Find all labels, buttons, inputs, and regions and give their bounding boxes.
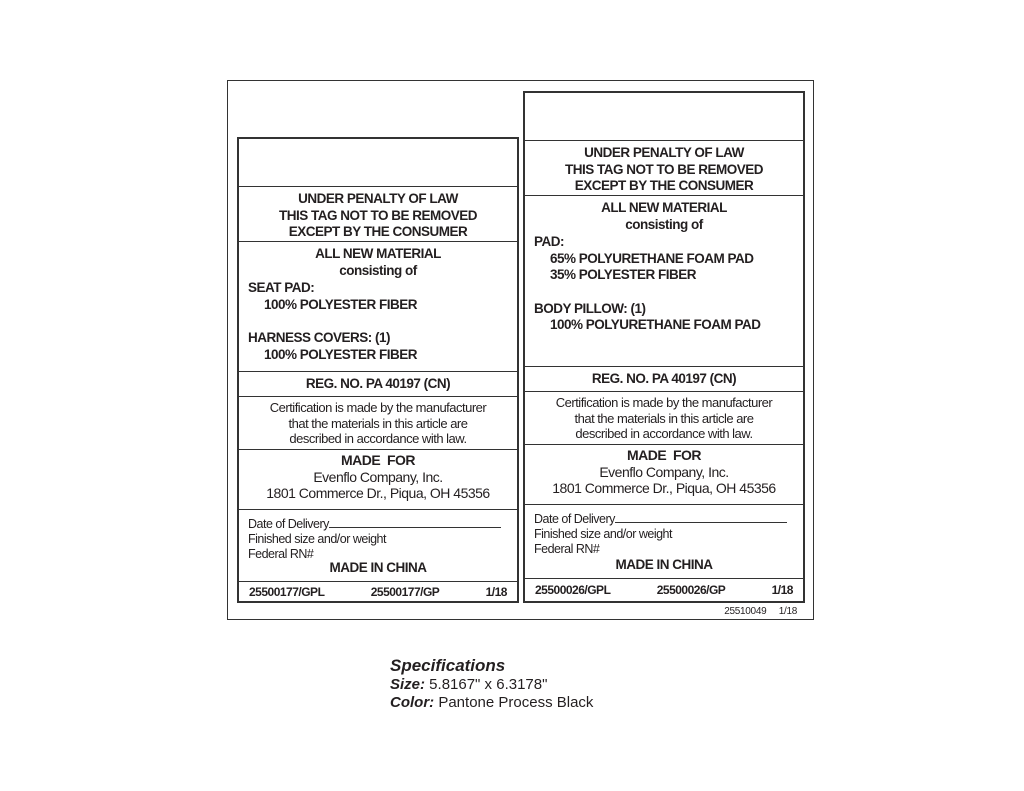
item-label: PAD: — [534, 234, 565, 249]
date-of-delivery-label: Date of Delivery — [534, 512, 615, 526]
code: 25500177/GP — [370, 585, 440, 599]
left-tag: UNDER PENALTY OF LAW THIS TAG NOT TO BE … — [237, 137, 519, 603]
material-title: ALL NEW MATERIAL — [601, 200, 727, 215]
certification: Certification is made by the manufacture… — [239, 396, 517, 450]
reg-number: REG. NO. PA 40197 (CN) — [525, 366, 803, 392]
material-section: ALL NEW MATERIAL consisting of SEAT PAD:… — [239, 241, 517, 372]
color-value: Pantone Process Black — [434, 693, 594, 711]
code: 25500177/GPL — [249, 585, 325, 599]
footer-code: 25510049 1/18 — [724, 606, 797, 617]
company-address: 1801 Commerce Dr., Piqua, OH 45356 — [266, 485, 490, 501]
penalty-line: EXCEPT BY THE CONSUMER — [574, 178, 754, 193]
item-label: SEAT PAD: — [248, 280, 315, 295]
rn-label: Federal RN# — [534, 542, 600, 556]
item-label: BODY PILLOW: (1) — [534, 300, 646, 316]
code: 1/18 — [771, 583, 794, 597]
made-in-china: MADE IN CHINA — [615, 557, 714, 572]
item-line: 100% POLYURETHANE FOAM PAD — [550, 317, 761, 332]
reg-number: REG. NO. PA 40197 (CN) — [239, 371, 517, 397]
right-tag: UNDER PENALTY OF LAW THIS TAG NOT TO BE … — [523, 91, 805, 603]
made-for-title: MADE FOR — [626, 447, 702, 463]
material-section: ALL NEW MATERIAL consisting of PAD: 65% … — [525, 195, 803, 367]
certification: Certification is made by the manufacture… — [525, 391, 803, 445]
color-label: Color: — [390, 693, 435, 711]
codes-row: 25500177/GPL 25500177/GP 1/18 — [239, 581, 517, 603]
penalty-line: THIS TAG NOT TO BE REMOVED — [278, 207, 478, 223]
item-line: 65% POLYURETHANE FOAM PAD — [550, 250, 754, 266]
penalty-section: UNDER PENALTY OF LAW THIS TAG NOT TO BE … — [525, 140, 803, 196]
cert-line: described in accordance with law. — [575, 426, 753, 441]
cert-line: described in accordance with law. — [289, 431, 467, 446]
size-label: Finished size and/or weight — [534, 527, 672, 541]
penalty-section: UNDER PENALTY OF LAW THIS TAG NOT TO BE … — [239, 186, 517, 242]
material-title: ALL NEW MATERIAL — [315, 246, 441, 261]
made-for-section: MADE FOR Evenflo Company, Inc. 1801 Comm… — [525, 444, 803, 505]
penalty-line: UNDER PENALTY OF LAW — [584, 145, 744, 160]
company-address: 1801 Commerce Dr., Piqua, OH 45356 — [552, 480, 776, 496]
penalty-line: THIS TAG NOT TO BE REMOVED — [564, 161, 764, 177]
date-of-delivery-label: Date of Delivery — [248, 517, 329, 531]
cert-line: Certification is made by the manufacture… — [555, 395, 773, 410]
delivery-line — [328, 527, 501, 528]
item-label: HARNESS COVERS: (1) — [248, 330, 391, 345]
rn-label: Federal RN# — [248, 547, 314, 561]
codes-row: 25500026/GPL 25500026/GP 1/18 — [525, 578, 803, 602]
company-name: Evenflo Company, Inc. — [599, 463, 729, 480]
specifications: Specifications Size: 5.8167" x 6.3178" C… — [390, 656, 593, 711]
delivery-section: Date of Delivery Finished size and/or we… — [239, 509, 517, 582]
made-for-section: MADE FOR Evenflo Company, Inc. 1801 Comm… — [239, 449, 517, 510]
made-for-title: MADE FOR — [340, 452, 416, 468]
size-label: Finished size and/or weight — [248, 532, 386, 546]
label-artboard: 25510049 1/18 — [227, 80, 814, 620]
code: 1/18 — [485, 585, 508, 599]
cert-line: Certification is made by the manufacture… — [269, 400, 487, 415]
specs-title: Specifications — [390, 656, 506, 675]
cert-line: that the materials in this article are — [288, 415, 468, 431]
item-line: 100% POLYESTER FIBER — [264, 296, 418, 312]
size-label: Size: — [390, 676, 426, 693]
size-value: 5.8167" x 6.3178" — [425, 676, 548, 693]
made-in-china: MADE IN CHINA — [329, 560, 428, 575]
consisting-of: consisting of — [625, 216, 703, 232]
cert-line: that the materials in this article are — [574, 410, 754, 426]
code: 25500026/GP — [656, 583, 726, 597]
consisting-of: consisting of — [339, 262, 417, 278]
item-line: 100% POLYESTER FIBER — [264, 346, 418, 362]
delivery-line — [614, 522, 787, 523]
item-line: 35% POLYESTER FIBER — [550, 267, 697, 282]
penalty-line: EXCEPT BY THE CONSUMER — [288, 224, 468, 239]
penalty-line: UNDER PENALTY OF LAW — [298, 191, 458, 206]
company-name: Evenflo Company, Inc. — [313, 468, 443, 485]
code: 25500026/GPL — [535, 583, 611, 597]
delivery-section: Date of Delivery Finished size and/or we… — [525, 504, 803, 579]
